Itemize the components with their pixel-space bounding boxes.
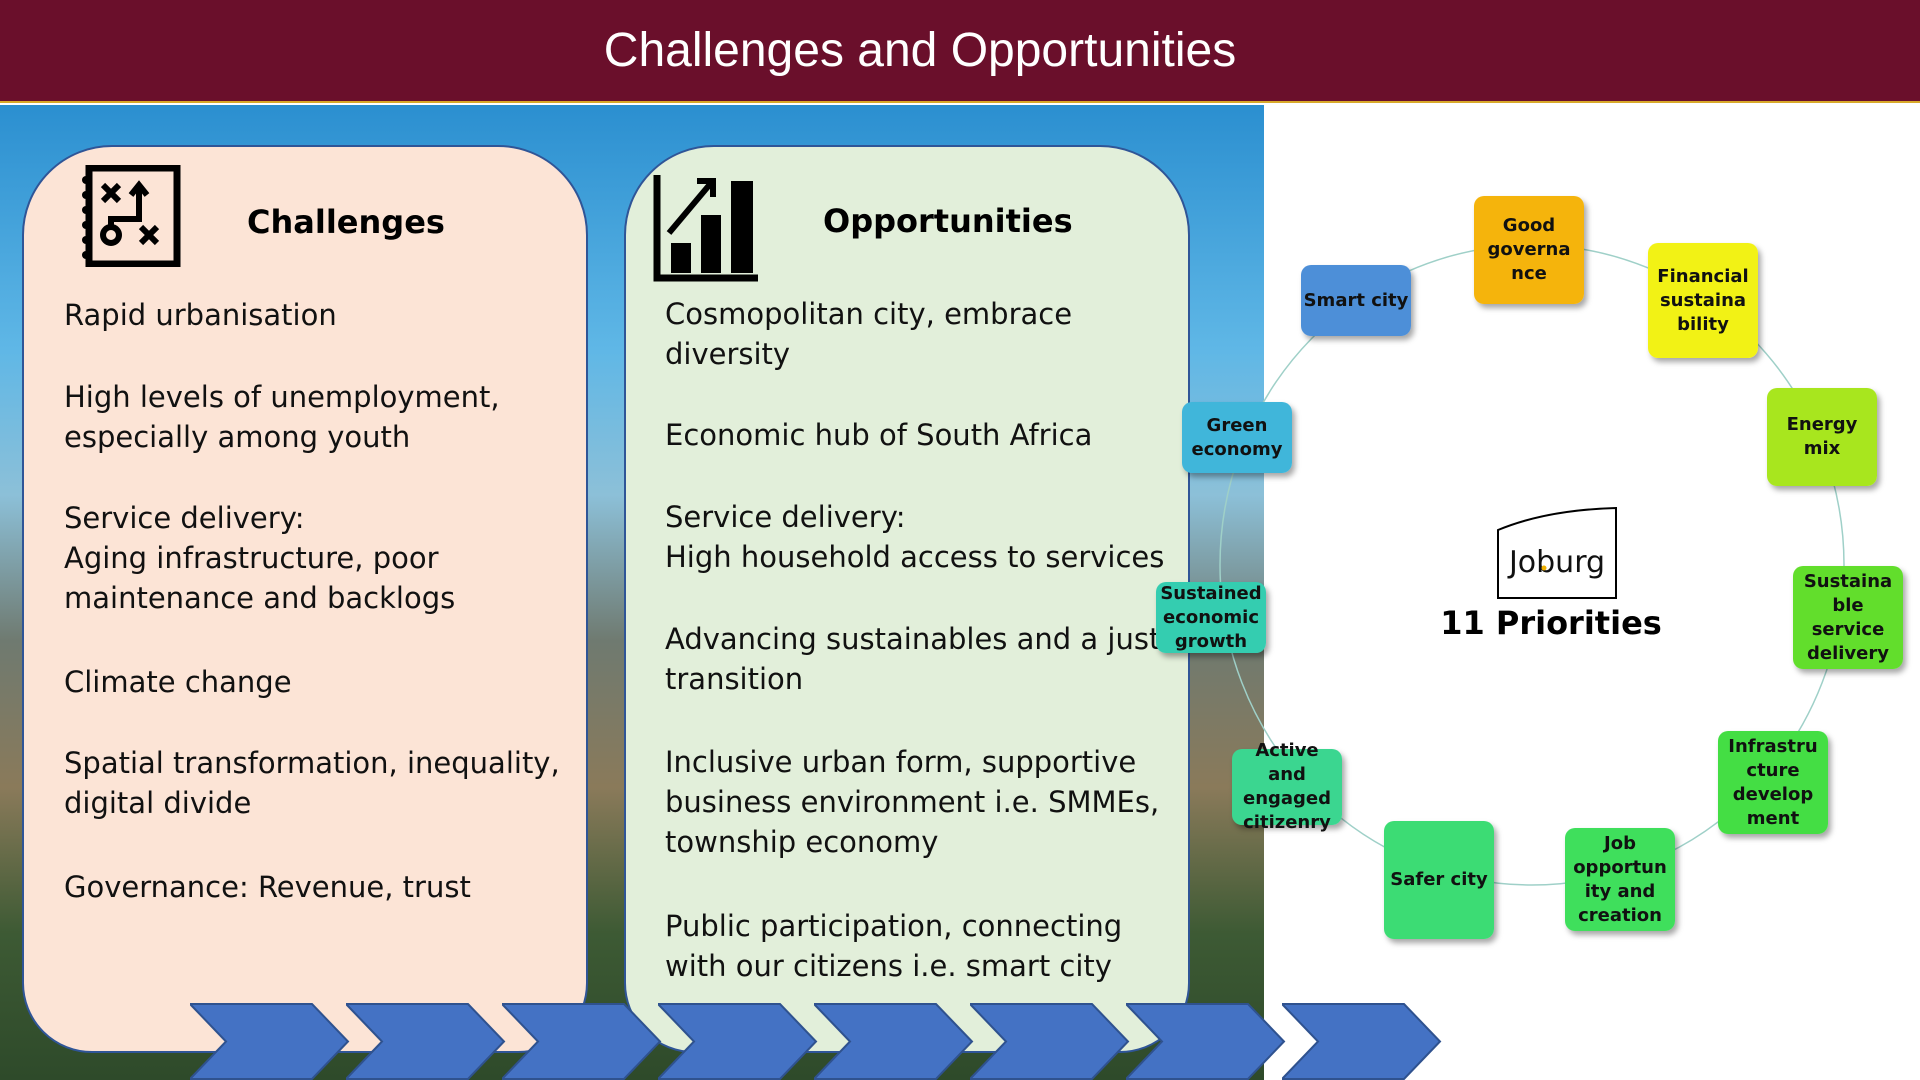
priority-node: Sustained economic growth	[1156, 582, 1266, 653]
priority-label: Safer city	[1390, 869, 1488, 890]
opportunity-item: Advancing sustainables and a just transi…	[665, 622, 1161, 696]
opportunity-item: Economic hub of South Africa	[665, 418, 1093, 452]
svg-text:Joburg: Joburg	[1507, 545, 1605, 580]
priority-node: Infrastru cture develop ment	[1718, 731, 1828, 834]
challenge-item: High levels of unemployment, especially …	[64, 380, 500, 454]
priority-label: Energy mix	[1786, 414, 1858, 459]
process-chevron	[502, 1003, 662, 1080]
priority-node: Active and engaged citizenry	[1232, 740, 1342, 833]
process-chevron	[814, 1003, 974, 1080]
challenge-item: Spatial transformation, inequality, digi…	[64, 746, 560, 820]
priority-node: Job opportun ity and creation	[1565, 828, 1675, 931]
priority-label: Good governa nce	[1487, 215, 1571, 284]
priority-label: Green economy	[1191, 414, 1283, 460]
opportunity-item: Cosmopolitan city, embrace diversity	[665, 297, 1073, 371]
priority-label: Financial sustaina bility	[1657, 265, 1749, 335]
priority-node: Energy mix	[1767, 388, 1877, 486]
opportunity-item: Inclusive urban form, supportive busines…	[665, 745, 1160, 859]
priority-node: Safer city	[1384, 821, 1494, 939]
priority-node: Financial sustaina bility	[1648, 243, 1758, 358]
opportunities-heading: Opportunities	[823, 202, 1073, 240]
opportunity-item: Public participation, connecting with ou…	[665, 909, 1123, 983]
process-chevron	[658, 1003, 818, 1080]
priority-label: Smart city	[1303, 289, 1409, 311]
opportunities-panel	[624, 145, 1190, 1053]
title-bar: Challenges and Opportunities	[0, 0, 1920, 103]
priority-node: Green economy	[1182, 402, 1292, 473]
priority-label: Infrastru cture develop ment	[1728, 735, 1818, 829]
priority-node: Good governa nce	[1474, 196, 1584, 304]
slide-title: Challenges and Opportunities	[603, 24, 1237, 77]
challenges-heading: Challenges	[247, 203, 445, 241]
priority-node: Sustaina ble service delivery	[1793, 566, 1903, 669]
priority-label: Sustained economic growth	[1160, 582, 1262, 652]
challenge-item: Climate change	[64, 665, 292, 699]
process-chevron	[1126, 1003, 1286, 1080]
challenge-item: Service delivery: Aging infrastructure, …	[64, 501, 456, 615]
challenge-item: Rapid urbanisation	[64, 298, 337, 332]
challenges-panel	[22, 145, 588, 1053]
priority-label: Active and engaged citizenry	[1242, 740, 1332, 833]
opportunity-item: Service delivery: High household access …	[665, 500, 1165, 574]
strategy-plan-icon	[82, 165, 181, 267]
process-chevron	[970, 1003, 1130, 1080]
priority-node: Smart city	[1301, 265, 1411, 336]
process-chevron	[1282, 1003, 1442, 1080]
priorities-label: 11 Priorities	[1440, 604, 1662, 642]
priority-label: Sustaina ble service delivery	[1803, 570, 1893, 664]
priority-label: Job opportun ity and creation	[1573, 832, 1667, 926]
process-chevron	[190, 1003, 350, 1080]
process-chevron	[346, 1003, 506, 1080]
growth-chart-icon	[653, 175, 758, 282]
joburg-logo: Joburg	[1497, 506, 1617, 599]
challenge-item: Governance: Revenue, trust	[64, 870, 471, 904]
